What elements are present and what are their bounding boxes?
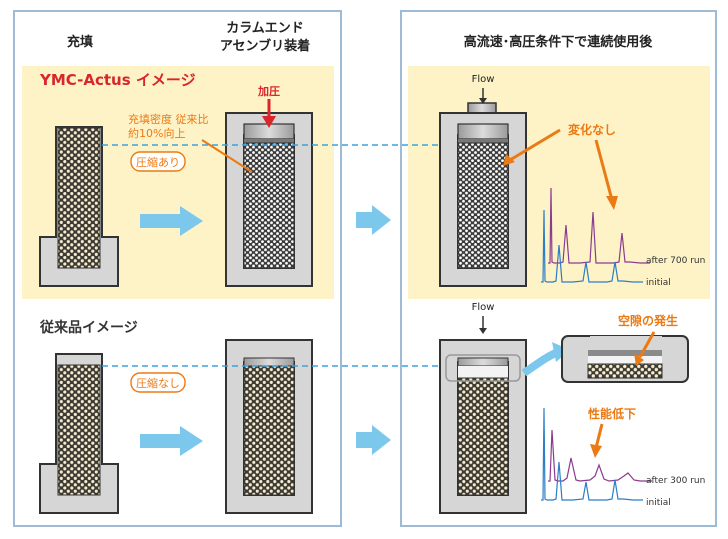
header-endfit-line2: アセンブリ装着 [220, 38, 310, 54]
trace-after-label-ymc: after 700 run [646, 256, 705, 266]
trace-initial-label-ymc: initial [646, 278, 671, 288]
no-change-pointer-down [594, 139, 614, 201]
step-arrow-4 [356, 425, 391, 455]
flow-arrowhead-ymc [479, 98, 487, 104]
density-pointer [201, 139, 253, 173]
trace-after-ymc [548, 187, 650, 264]
density-text-line2: 約10%向上 [128, 126, 185, 140]
no-change-label: 変化なし [568, 122, 616, 137]
header-endfit-line1: カラムエンド [226, 21, 304, 36]
no-compression-badge [130, 372, 186, 393]
ymc-column-endfit [225, 112, 313, 287]
void-zoom-inset [561, 335, 689, 383]
compression-badge-text: 圧縮あり [136, 155, 180, 169]
density-text-line1: 充填密度 従来比 [128, 112, 209, 126]
conv-column-packed [39, 353, 119, 514]
step-arrow-2 [356, 205, 391, 235]
performance-drop-arrowhead [590, 444, 602, 458]
flow-arrowhead-conv [479, 328, 487, 334]
conv-column-endfit [225, 339, 313, 514]
ymc-column-after [439, 102, 527, 287]
void-arrowhead [634, 353, 644, 366]
step-arrow-3 [140, 426, 203, 456]
header-after-use: 高流速･高圧条件下で連続使用後 [464, 34, 654, 50]
conventional-title: 従来品イメージ [39, 319, 138, 336]
compression-badge [130, 151, 186, 172]
trace-initial-conv [541, 407, 643, 501]
pressure-arrowhead [262, 116, 276, 128]
pressure-label: 加圧 [257, 84, 280, 98]
void-pointer [638, 331, 656, 358]
flow-label-conv: Flow [472, 302, 495, 313]
performance-drop-pointer [594, 423, 604, 449]
no-change-arrowhead-down [606, 196, 618, 210]
no-change-pointer-left [509, 128, 561, 162]
void-label: 空隙の発生 [618, 313, 678, 328]
flow-label-ymc: Flow [472, 74, 495, 85]
header-packing: 充填 [67, 34, 93, 50]
trace-after-conv [548, 429, 652, 482]
ymc-title: YMC-Actus イメージ [39, 71, 196, 89]
trace-initial-ymc [541, 209, 643, 283]
trace-after-label-conv: after 300 run [646, 476, 705, 486]
conv-column-after [439, 339, 527, 514]
no-change-arrowhead-left [503, 154, 515, 166]
trace-initial-label-conv: initial [646, 498, 671, 508]
ymc-column-packed [39, 126, 119, 287]
performance-drop-label: 性能低下 [587, 406, 636, 421]
no-compression-badge-text: 圧縮なし [136, 376, 180, 390]
void-highlight-box [445, 354, 521, 382]
step-arrow-1 [140, 206, 203, 236]
